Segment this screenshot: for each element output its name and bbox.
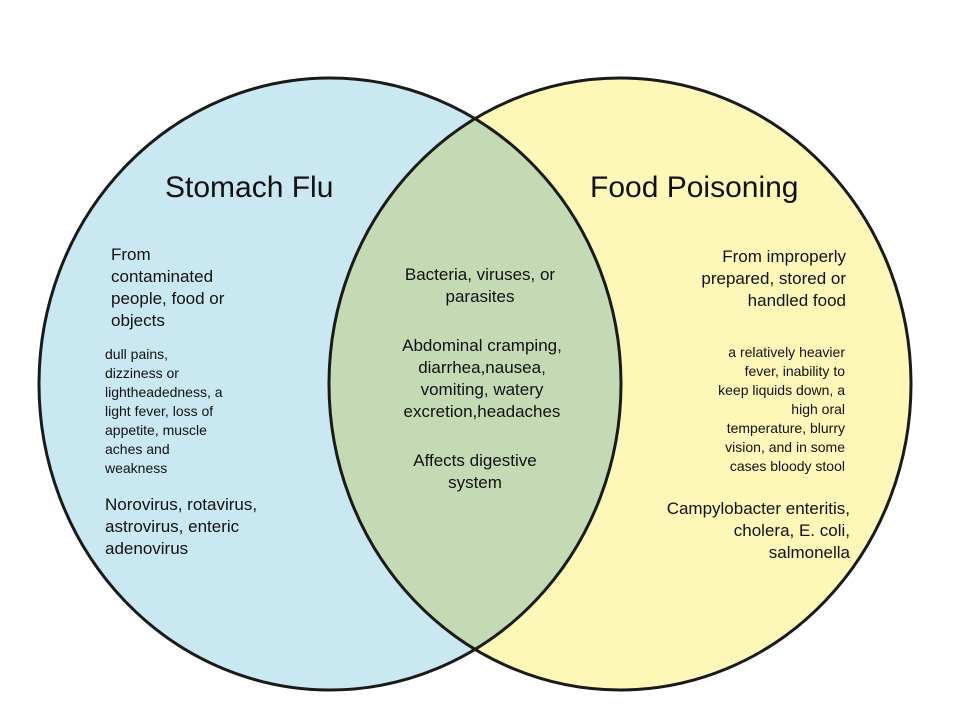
shared-cause: Bacteria, viruses, or parasites (404, 265, 556, 306)
shared-effect: Affects digestive system (413, 451, 537, 492)
stomach-flu-outline (37, 76, 623, 692)
stomach-flu-causes: Norovirus, rotavirus, astrovirus, enteri… (105, 495, 258, 558)
food-poisoning-symptoms: a relatively heavier fever, inability to… (718, 344, 845, 474)
food-poisoning-causes: Campylobacter enteritis, cholera, E. col… (666, 499, 850, 562)
stomach-flu-source: From contaminated people, food or object… (111, 245, 225, 330)
shared-symptoms: Abdominal cramping, diarrhea,nausea, vom… (402, 336, 562, 421)
food-poisoning-source: From improperly prepared, stored or hand… (701, 247, 846, 310)
food-poisoning-outline (327, 76, 913, 692)
food-poisoning-title: Food Poisoning (590, 171, 799, 204)
stomach-flu-title: Stomach Flu (165, 171, 334, 204)
stomach-flu-symptoms: dull pains, dizziness or lightheadedness… (105, 346, 223, 476)
